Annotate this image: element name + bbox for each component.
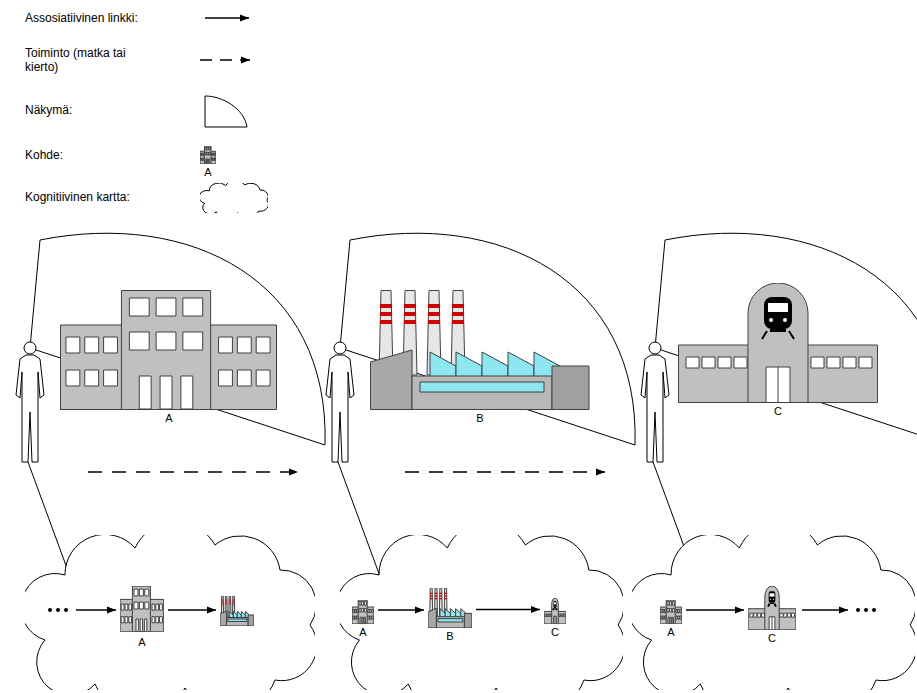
ellipsis-dots xyxy=(48,608,52,612)
ellipsis-dots xyxy=(864,608,868,612)
association-arrow xyxy=(686,609,744,611)
factory-building xyxy=(371,291,590,410)
ellipsis-dots xyxy=(872,608,876,612)
cognitive-map-cloud xyxy=(628,522,917,693)
leader-line xyxy=(338,462,385,590)
target-letter: B xyxy=(368,412,592,425)
ellipsis-dots xyxy=(64,608,68,612)
station-building xyxy=(679,283,878,403)
view-fan xyxy=(655,233,917,445)
legend-target-sample xyxy=(200,146,216,164)
person-figure xyxy=(641,342,669,462)
station-icon xyxy=(748,586,796,630)
action-arrow xyxy=(88,471,298,473)
person-figure xyxy=(16,342,44,462)
legend-text: Kohde: xyxy=(25,148,195,162)
action-arrow xyxy=(405,471,605,473)
target-letter: A xyxy=(658,626,684,639)
legend-text: Kognitiivinen kartta: xyxy=(25,190,195,204)
target-building: A xyxy=(58,288,280,425)
map-target: A xyxy=(658,598,684,639)
map-target: B xyxy=(426,586,474,643)
factory-icon xyxy=(428,588,472,628)
view-fan xyxy=(30,233,325,445)
map-target: C xyxy=(746,584,798,645)
target-letter: C xyxy=(542,626,568,639)
map-target: A xyxy=(350,598,376,639)
target-letter: A xyxy=(200,166,216,179)
association-arrow xyxy=(168,609,216,611)
target-letter: A xyxy=(350,626,376,639)
cognitive-map-cloud xyxy=(21,522,317,693)
office-building xyxy=(60,291,276,410)
legend-association-sample xyxy=(205,17,249,19)
factory-icon xyxy=(220,596,254,626)
association-arrow xyxy=(476,609,540,611)
legend-text: Toiminto (matka tai kierto) xyxy=(25,46,137,74)
ellipsis-dots xyxy=(856,608,876,612)
office-icon xyxy=(660,600,682,624)
ellipsis-dots xyxy=(856,608,860,612)
target-letter: A xyxy=(58,412,280,425)
station-icon xyxy=(544,598,566,624)
ellipsis-dots xyxy=(56,608,60,612)
map-target: C xyxy=(542,596,568,639)
target-letter: C xyxy=(676,405,880,418)
legend-text: Näkymä: xyxy=(25,103,195,117)
office-icon xyxy=(120,586,164,632)
legend-view-sample xyxy=(205,96,247,127)
view-fan xyxy=(340,233,635,445)
target-letter: C xyxy=(746,632,798,645)
target-letter: B xyxy=(426,630,474,643)
ellipsis-dots xyxy=(48,608,68,612)
target-letter: A xyxy=(118,636,166,649)
cognitive-map-cloud xyxy=(336,522,625,693)
target-building: B xyxy=(368,288,592,425)
office-icon xyxy=(352,600,374,624)
legend-text: Assosiatiivinen linkki: xyxy=(25,11,195,25)
map-target: A xyxy=(118,584,166,649)
person-figure xyxy=(326,342,354,462)
association-arrow xyxy=(802,609,848,611)
legend-action-sample xyxy=(200,59,250,61)
association-arrow xyxy=(76,609,116,611)
legend-cloud-sample xyxy=(199,180,268,217)
association-arrow xyxy=(378,609,424,611)
target-building: C xyxy=(676,283,880,418)
